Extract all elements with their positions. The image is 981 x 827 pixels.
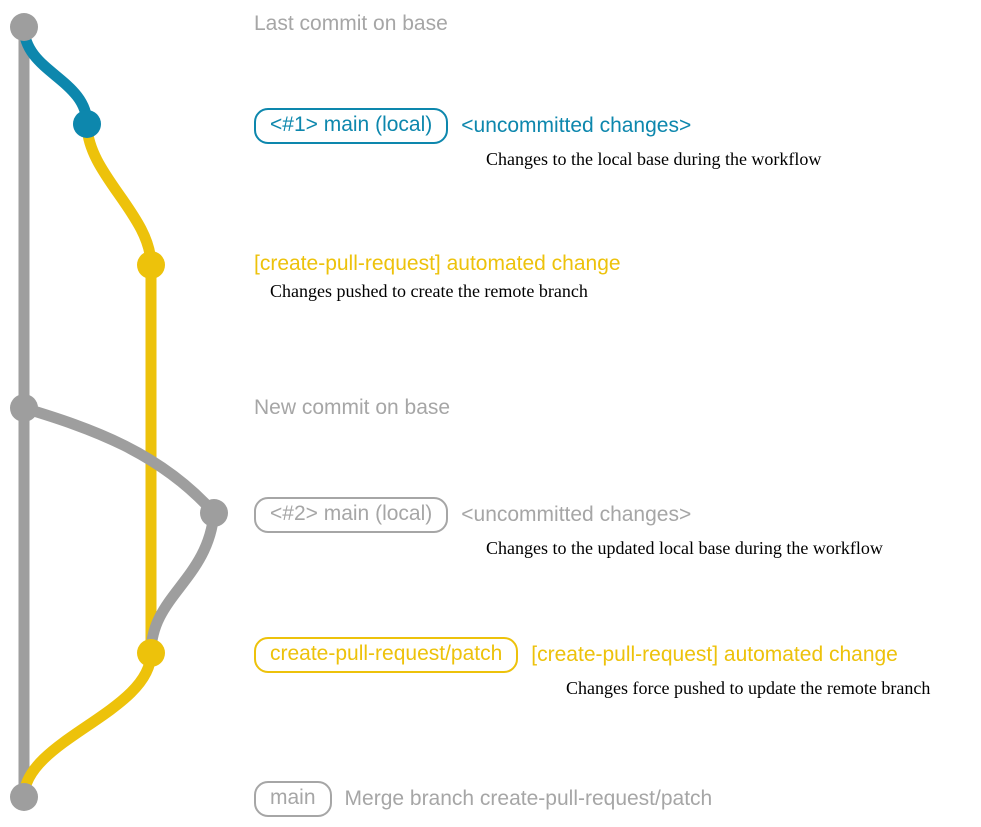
commit-subject-merge-main: Merge branch create-pull-request/patch xyxy=(344,787,713,810)
graph-edge-detour-to-patch xyxy=(145,507,220,659)
commit-subject-automated-change-2: [create-pull-request] automated change xyxy=(531,643,898,666)
commit-row-headline: New commit on base xyxy=(254,396,450,420)
commit-subject-local-1: <uncommitted changes> xyxy=(461,114,692,137)
commit-node-automated-change-1[interactable] xyxy=(137,251,165,279)
commit-description-local-1: Changes to the local base during the wor… xyxy=(486,149,822,170)
commit-row-merge-main: main Merge branch create-pull-request/pat… xyxy=(254,781,713,818)
commit-node-local-2[interactable] xyxy=(200,499,228,527)
commit-subject-automated-change-1: [create-pull-request] automated change xyxy=(254,252,621,275)
commit-description-automated-change-2: Changes force pushed to update the remot… xyxy=(566,678,931,699)
commit-row-headline: [create-pull-request] automated change xyxy=(254,252,621,276)
commit-row-local-1: <#1> main (local) <uncommitted changes> Ch… xyxy=(254,108,821,170)
commit-description-local-2: Changes to the updated local base during… xyxy=(486,538,883,559)
branch-badge-local-1[interactable]: <#1> main (local) xyxy=(254,108,449,145)
commit-row-local-2: <#2> main (local) <uncommitted changes> Ch… xyxy=(254,497,883,559)
commit-row-headline: main Merge branch create-pull-request/pat… xyxy=(254,781,713,818)
commit-node-local-1[interactable] xyxy=(73,110,101,138)
commit-row-headline: create-pull-request/patch [create-pull-re… xyxy=(254,637,930,674)
graph-nodes xyxy=(10,13,228,811)
commit-node-last-commit-on-base[interactable] xyxy=(10,13,38,41)
graph-edges xyxy=(18,21,220,803)
commit-node-automated-change-2[interactable] xyxy=(137,639,165,667)
commit-subject-local-2: <uncommitted changes> xyxy=(461,503,692,526)
commit-row-last-commit-on-base: Last commit on base xyxy=(254,12,448,36)
commit-node-new-commit-on-base[interactable] xyxy=(10,394,38,422)
commit-subject-last-commit-on-base: Last commit on base xyxy=(254,12,448,35)
branch-badge-local-2[interactable]: <#2> main (local) xyxy=(254,497,449,534)
commit-subject-new-commit-on-base: New commit on base xyxy=(254,396,451,419)
graph-edge-base-to-detour xyxy=(18,402,220,519)
commit-description-automated-change-1: Changes pushed to create the remote bran… xyxy=(270,281,588,302)
commit-row-headline: Last commit on base xyxy=(254,12,448,36)
graph-edge-blue-to-patch xyxy=(81,118,157,271)
commit-node-merge-main[interactable] xyxy=(10,783,38,811)
graph-edge-patch-to-merge xyxy=(18,647,157,803)
commit-row-automated-change-2: create-pull-request/patch [create-pull-re… xyxy=(254,637,930,699)
branch-badge-merge-main[interactable]: main xyxy=(254,781,332,818)
commit-row-headline: <#1> main (local) <uncommitted changes> xyxy=(254,108,821,145)
branch-badge-automated-change-2[interactable]: create-pull-request/patch xyxy=(254,637,519,674)
commit-row-new-commit-on-base: New commit on base xyxy=(254,396,450,420)
graph-edge-branch-off-blue xyxy=(18,21,93,130)
commit-row-headline: <#2> main (local) <uncommitted changes> xyxy=(254,497,883,534)
